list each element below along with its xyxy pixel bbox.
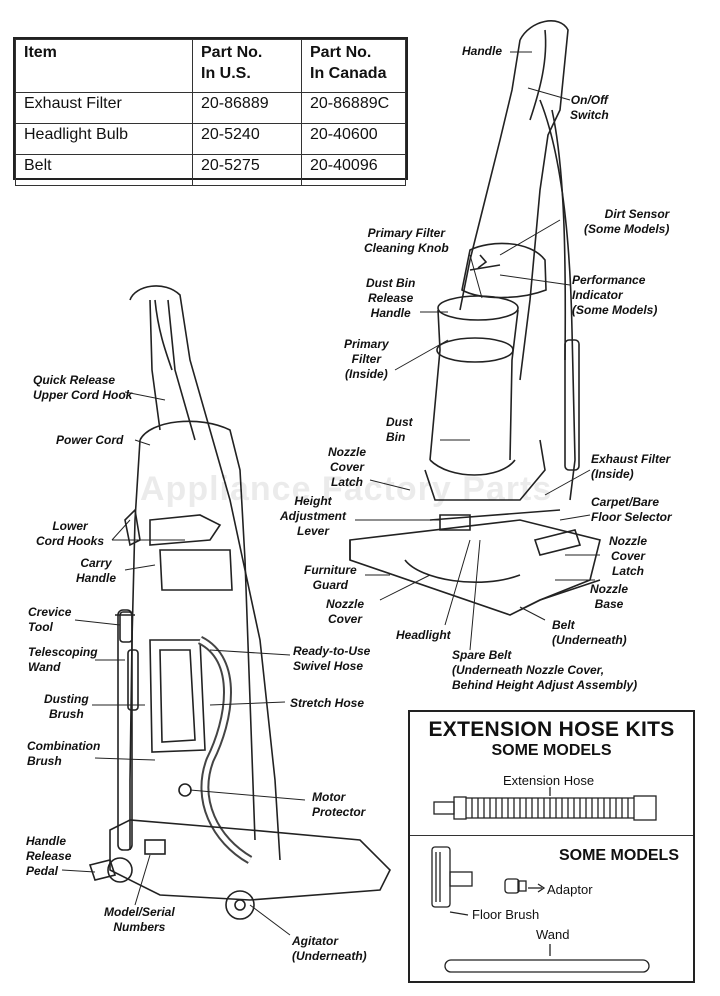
label-ready-to-use: Ready-to-Use Swivel Hose bbox=[293, 644, 371, 673]
kits-subtitle: SOME MODELS bbox=[491, 742, 612, 759]
header-part-canada: Part No. In Canada bbox=[301, 39, 406, 93]
label-extension-hose: Extension Hose bbox=[503, 773, 595, 788]
label-carry-handle: Carry Handle bbox=[76, 556, 117, 585]
label-dirt-sensor: Dirt Sensor (Some Models) bbox=[584, 207, 670, 236]
label-on-off-switch: On/Off Switch bbox=[570, 93, 609, 122]
label-lower-cord-hooks: Lower Cord Hooks bbox=[36, 519, 105, 548]
header-part-us: Part No. In U.S. bbox=[192, 39, 302, 93]
label-primary-filter: Primary Filter (Inside) bbox=[344, 337, 389, 381]
label-belt-underneath: Belt (Underneath) bbox=[552, 618, 627, 647]
parts-table-header: Item Part No. In U.S. Part No. In Canada bbox=[15, 39, 406, 93]
label-motor-protector: Motor Protector bbox=[312, 790, 366, 819]
cell: 20-86889 bbox=[192, 92, 302, 124]
cell: Headlight Bulb bbox=[15, 123, 193, 155]
kits-section2-title: SOME MODELS bbox=[558, 847, 679, 864]
label-agitator: Agitator (Underneath) bbox=[292, 934, 367, 963]
hose-end-left bbox=[433, 801, 455, 815]
cell: 20-86889C bbox=[301, 92, 406, 124]
wand-tube bbox=[444, 959, 650, 973]
label-stretch-hose: Stretch Hose bbox=[290, 696, 365, 710]
floor-brush-head bbox=[431, 846, 451, 908]
label-dusting-brush: Dusting Brush bbox=[44, 692, 89, 721]
extension-hose-kits-box: EXTENSION HOSE KITS SOME MODELS Extensio… bbox=[408, 710, 695, 983]
label-telescoping-wand: Telescoping Wand bbox=[28, 645, 98, 674]
label-dust-bin: Dust Bin bbox=[386, 415, 413, 444]
cell: 20-40096 bbox=[301, 154, 406, 186]
label-nozzle-base: Nozzle Base bbox=[590, 582, 629, 611]
label-handle-release: Handle Release Pedal bbox=[26, 834, 72, 878]
label-spare-belt: Spare Belt (Underneath Nozzle Cover, Beh… bbox=[452, 648, 638, 692]
watermark: Appliance Factory Parts bbox=[140, 470, 553, 508]
label-headlight: Headlight bbox=[396, 628, 451, 642]
label-dust-bin-release: Dust Bin Release Handle bbox=[366, 276, 416, 320]
hose-cuff-left bbox=[453, 796, 467, 820]
label-nozzle-cover: Nozzle Cover bbox=[326, 597, 365, 626]
leader-lines bbox=[61, 51, 600, 936]
label-furniture-guard: Furniture Guard bbox=[304, 563, 357, 592]
label-performance-indicator: Performance Indicator (Some Models) bbox=[572, 273, 658, 317]
rear-vacuum-drawing bbox=[88, 285, 391, 920]
cell: Belt bbox=[15, 154, 193, 186]
adaptor-body bbox=[504, 878, 520, 894]
hose-corrugations bbox=[466, 797, 634, 819]
cell: 20-5240 bbox=[192, 123, 302, 155]
label-crevice-tool: Crevice Tool bbox=[28, 605, 72, 634]
parts-table: Item Part No. In U.S. Part No. In Canada… bbox=[13, 37, 408, 186]
label-power-cord: Power Cord bbox=[56, 433, 124, 447]
label-floor-brush: Floor Brush bbox=[472, 907, 540, 922]
label-wand: Wand bbox=[536, 927, 570, 942]
label-height-adjustment: Height Adjustment Lever bbox=[280, 494, 346, 538]
floor-brush-neck bbox=[449, 871, 473, 887]
label-adaptor: Adaptor bbox=[547, 882, 593, 897]
label-nozzle-cover-latch-right: Nozzle Cover Latch bbox=[609, 534, 648, 578]
label-handle: Handle bbox=[462, 44, 503, 58]
label-nozzle-cover-latch-left: Nozzle Cover Latch bbox=[328, 445, 367, 489]
front-vacuum-drawing bbox=[349, 20, 601, 616]
label-carpet-bare: Carpet/Bare Floor Selector bbox=[591, 495, 672, 524]
label-quick-release: Quick Release Upper Cord Hook bbox=[33, 373, 133, 402]
label-combination-brush: Combination Brush bbox=[27, 739, 101, 768]
hose-cuff-right bbox=[633, 795, 657, 821]
label-exhaust-filter: Exhaust Filter (Inside) bbox=[591, 452, 671, 481]
kits-divider bbox=[410, 835, 693, 836]
table-row: Belt 20-5275 20-40096 bbox=[15, 154, 406, 186]
cell: 20-5275 bbox=[192, 154, 302, 186]
kits-drawing bbox=[431, 787, 657, 973]
label-primary-filter-knob: Primary Filter Cleaning Knob bbox=[364, 226, 449, 255]
kits-title: EXTENSION HOSE KITS bbox=[428, 718, 675, 741]
label-model-serial: Model/Serial Numbers bbox=[104, 905, 175, 934]
